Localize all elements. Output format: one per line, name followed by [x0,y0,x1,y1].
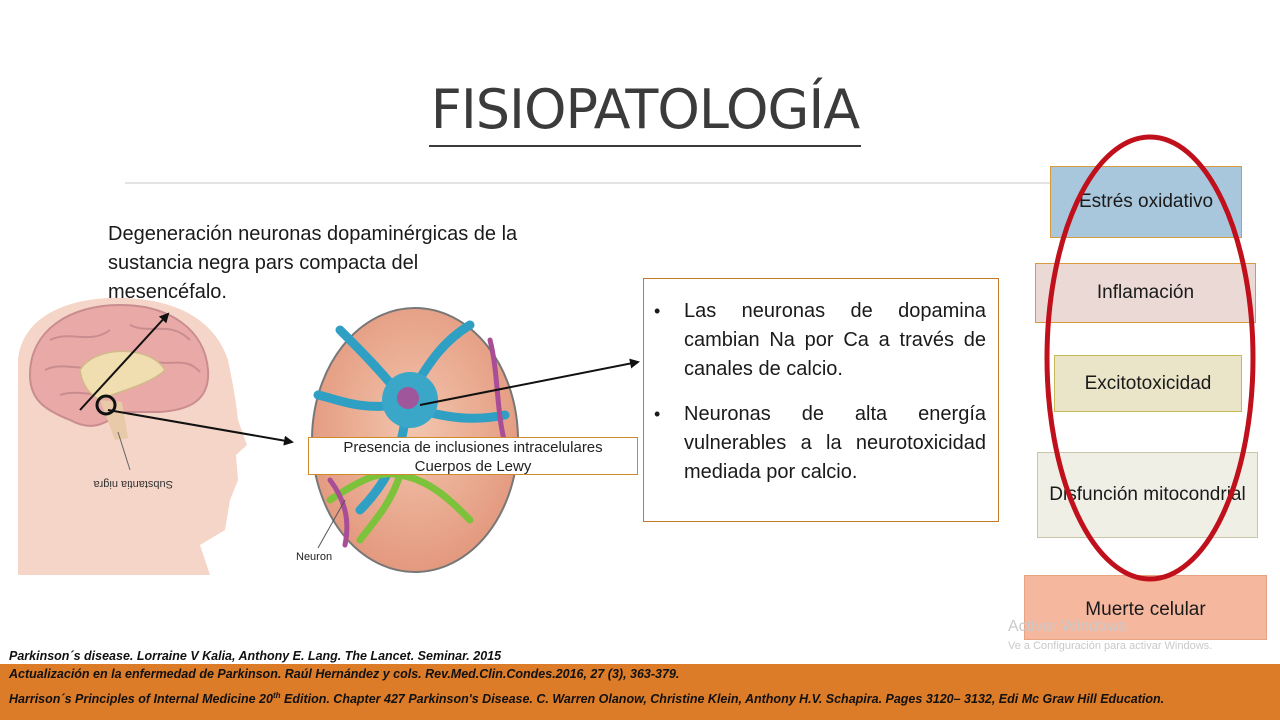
lewy-line-2: Cuerpos de Lewy [414,458,532,475]
arrow-to-infobox [419,358,640,406]
lewy-bodies-box: Presencia de inclusiones intracelulares … [308,437,638,475]
reference-clin-condes: Actualización en la enfermedad de Parkin… [9,667,680,681]
activate-windows-watermark: Activar Windows [1008,618,1127,635]
title-divider [125,182,1185,184]
references-bar [0,664,1280,720]
reference-lancet: Parkinson´s disease. Lorraine V Kalia, A… [9,649,502,663]
mechanism-excitotoxicity: Excitotoxicidad [1054,355,1242,412]
neuron-label: Neuron [296,551,332,563]
lewy-line-1: Presencia de inclusiones intracelulares [343,439,603,456]
substantia-label: Substantia nigra [93,478,173,490]
calcium-info-box: Las neuronas de dopamina cambian Na por … [643,278,999,522]
arrow-to-lewy [107,409,294,446]
arrow-to-text [79,312,170,411]
reference-harrison: Harrison´s Principles of Internal Medici… [9,691,1165,707]
substantia-marker [95,394,117,416]
info-bullet: Las neuronas de dopamina cambian Na por … [654,297,986,384]
degeneration-text: Degeneración neuronas dopaminérgicas de … [108,223,518,303]
activate-windows-hint: Ve a Configuración para activar Windows. [1008,640,1213,652]
mechanism-oxidative-stress: Estrés oxidativo [1050,166,1242,238]
slide-title: FISIOPATOLOGÍA [0,78,1280,147]
info-bullet: Neuronas de alta energía vulnerables a l… [654,400,986,487]
mechanism-cell-death: Muerte celular [1024,575,1267,640]
mechanism-mitochondrial-dysfunction: Disfunción mitocondrial [1037,452,1258,538]
mechanism-inflammation: Inflamación [1035,263,1256,323]
